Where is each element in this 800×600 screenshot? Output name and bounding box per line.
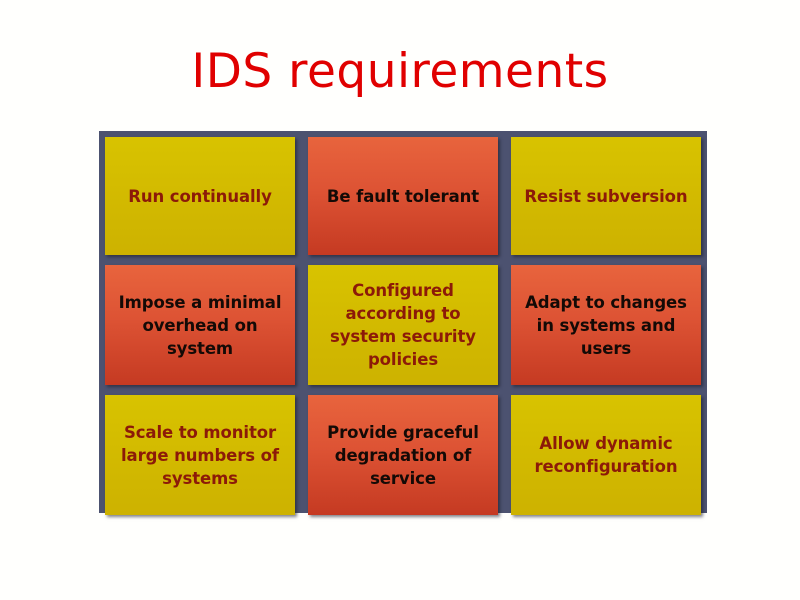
matrix-cell-be-fault-tolerant[interactable]: Be fault tolerant: [308, 137, 498, 255]
matrix-cell-label: Provide graceful degradation of service: [327, 422, 479, 488]
matrix-cell-label: Run continually: [128, 186, 272, 206]
requirements-matrix: Run continually Be fault tolerant Resist…: [99, 131, 707, 515]
matrix-cell-run-continually[interactable]: Run continually: [105, 137, 295, 255]
page-title: IDS requirements: [191, 44, 609, 99]
matrix-cell-label: Be fault tolerant: [326, 186, 480, 206]
matrix-cell-label: Scale to monitor large numbers of system…: [121, 422, 279, 488]
matrix-cell-scale-to-monitor[interactable]: Scale to monitor large numbers of system…: [105, 395, 295, 515]
matrix-cell-label: Resist subversion: [524, 186, 688, 206]
matrix-cell-label: Adapt to changes in systems and users: [525, 292, 687, 358]
matrix-cell-configured-security-policies[interactable]: Configured according to system security …: [308, 265, 498, 385]
matrix-cell-allow-dynamic-reconfiguration[interactable]: Allow dynamic reconfiguration: [511, 395, 701, 515]
matrix-cell-label: Configured according to system security …: [330, 281, 476, 369]
matrix-cell-graceful-degradation[interactable]: Provide graceful degradation of service: [308, 395, 498, 515]
matrix-cell-adapt-to-changes[interactable]: Adapt to changes in systems and users: [511, 265, 701, 385]
matrix-cell-label: Impose a minimal overhead on system: [118, 292, 282, 358]
matrix-cell-resist-subversion[interactable]: Resist subversion: [511, 137, 701, 255]
matrix-cell-label: Allow dynamic reconfiguration: [534, 434, 678, 476]
matrix-cell-impose-minimal-overhead[interactable]: Impose a minimal overhead on system: [105, 265, 295, 385]
